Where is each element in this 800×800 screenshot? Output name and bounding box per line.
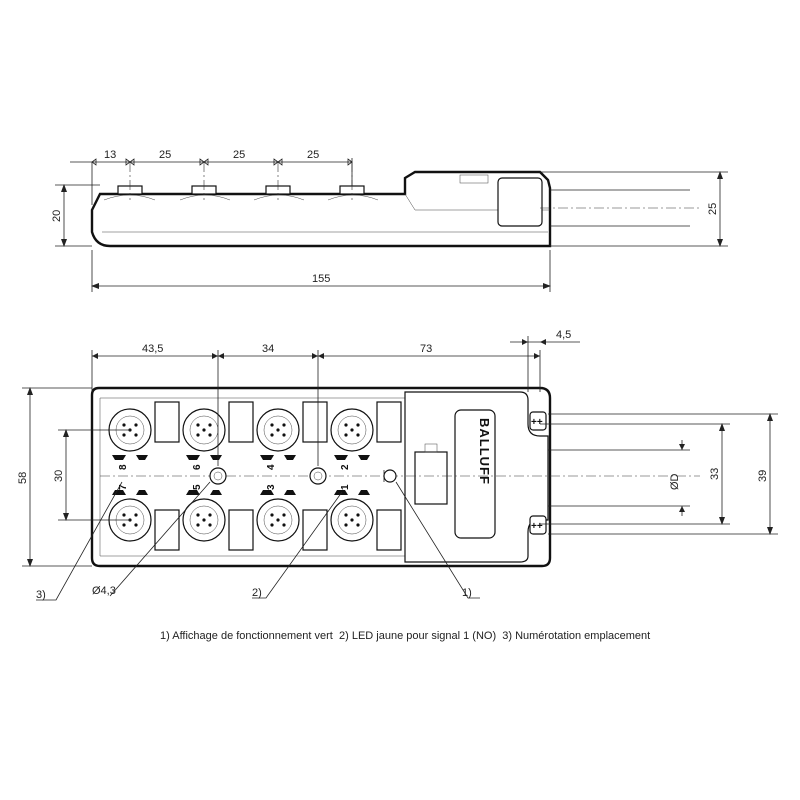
caption-note-1: 1) Affichage de fonctionnement vert — [160, 630, 333, 642]
side-dim-25b: 25 — [233, 149, 245, 161]
marker-2: 2) — [252, 587, 262, 599]
port-7-label: 7 — [118, 484, 129, 490]
port-8-label: 8 — [118, 464, 129, 470]
legend-caption: 1) Affichage de fonctionnement vert 2) L… — [160, 630, 790, 642]
port-2-label: 2 — [340, 464, 351, 470]
port-4-label: 4 — [266, 464, 277, 470]
caption-note-2: 2) LED jaune pour signal 1 (NO) — [338, 630, 497, 642]
side-body — [90, 170, 552, 248]
port-3-label: 3 — [266, 484, 277, 490]
side-view: 13 25 25 25 20 25 155 — [51, 149, 728, 292]
side-dim-25-right: 25 — [707, 203, 719, 215]
side-dim-25c: 25 — [307, 149, 319, 161]
caption-note-3: 3) Numérotation emplacement — [502, 630, 651, 642]
top-dim-34: 34 — [262, 343, 274, 355]
brand-plate — [454, 409, 496, 539]
mounting-hole-left — [209, 467, 227, 485]
side-dim-20: 20 — [51, 210, 63, 222]
plus-bottom: ++ — [531, 521, 543, 532]
top-view: BALLUFF ++ ++ — [17, 329, 778, 601]
top-dim-30: 30 — [53, 470, 65, 482]
hole-diameter-label: Ø4,3 — [92, 585, 116, 597]
plus-top: ++ — [531, 417, 543, 428]
brand-label: BALLUFF — [477, 418, 492, 485]
status-led — [383, 469, 397, 483]
top-dim-33: 33 — [709, 468, 721, 480]
top-dim-39: 39 — [757, 470, 769, 482]
port-5-label: 5 — [192, 484, 203, 490]
marker-1: 1) — [462, 587, 472, 599]
marker-3: 3) — [36, 589, 46, 601]
top-dim-73: 73 — [420, 343, 432, 355]
top-dim-diameter-d: ØD — [669, 473, 681, 490]
port-1-label: 1 — [340, 484, 351, 490]
side-dim-155: 155 — [312, 273, 330, 285]
side-dim-25a: 25 — [159, 149, 171, 161]
port-6-label: 6 — [192, 464, 203, 470]
mounting-hole-right — [309, 467, 327, 485]
connector-grid — [108, 401, 402, 551]
side-dim-13: 13 — [104, 149, 116, 161]
top-dim-43-5: 43,5 — [142, 343, 163, 355]
top-dim-58: 58 — [17, 472, 29, 484]
top-dim-4-5: 4,5 — [556, 329, 571, 341]
